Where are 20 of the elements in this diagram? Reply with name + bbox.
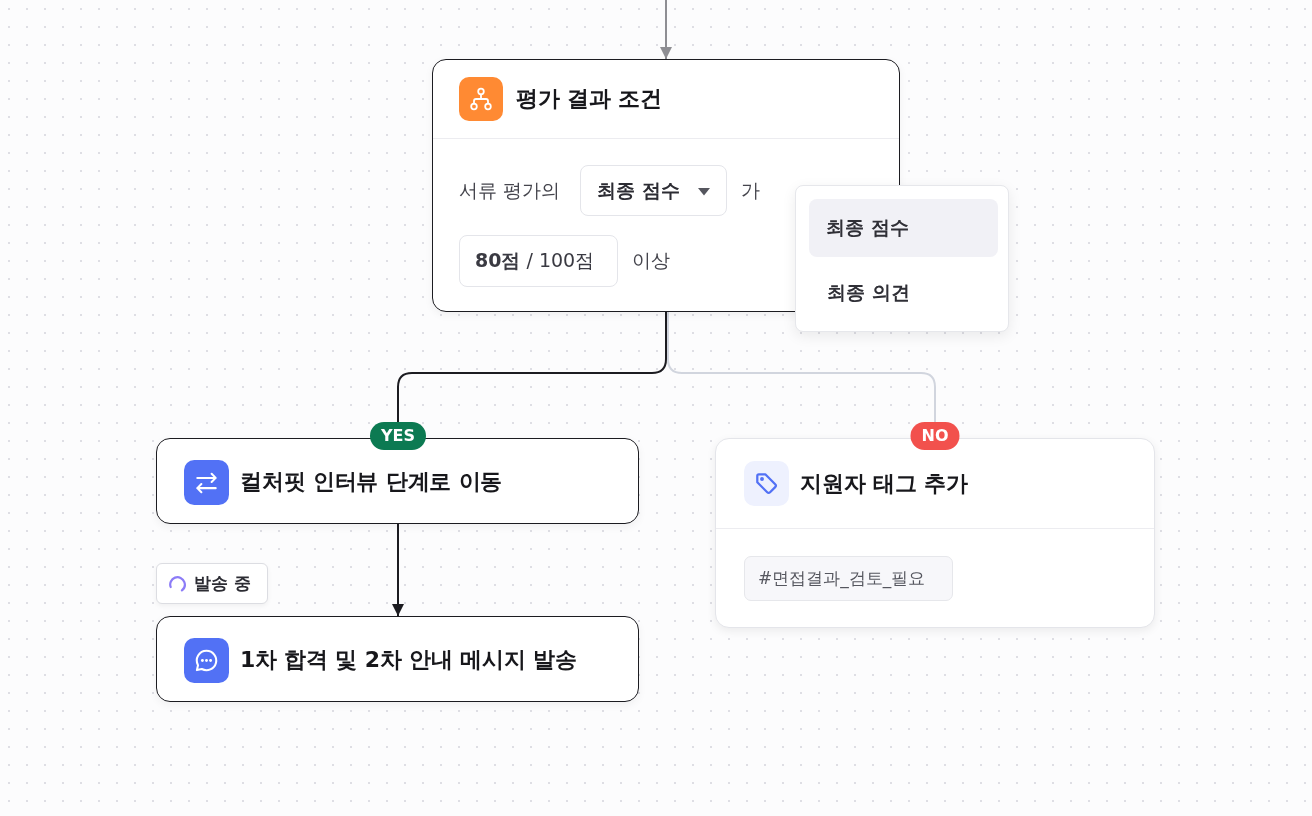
condition-text: 가 bbox=[741, 179, 760, 203]
condition-text: 서류 평가의 bbox=[459, 179, 561, 203]
connector-line bbox=[667, 311, 936, 423]
connector-line bbox=[397, 311, 667, 423]
menu-option: 최종 점수 bbox=[809, 199, 998, 257]
status-chip bbox=[156, 563, 268, 604]
connector-arrow bbox=[660, 0, 672, 60]
dropdown-select: 최종 점수 bbox=[580, 165, 727, 216]
dropdown-menu bbox=[795, 185, 1009, 332]
node-title: 1차 합격 및 2차 안내 메시지 발송 bbox=[240, 646, 577, 674]
node-title: 컬처핏 인터뷰 단계로 이동 bbox=[240, 468, 503, 496]
connector-arrow bbox=[392, 523, 404, 617]
card-title: 평가 결과 조건 bbox=[516, 85, 662, 113]
action-box bbox=[156, 616, 639, 702]
condition-text: 이상 bbox=[632, 249, 670, 273]
menu-option: 최종 의견 bbox=[827, 281, 910, 305]
tag-chip: #면접결과_검토_필요 bbox=[744, 556, 953, 601]
score-field: 80점 / 100점 bbox=[459, 235, 618, 287]
status-text: 발송 중 bbox=[194, 573, 251, 595]
node-title: 지원자 태그 추가 bbox=[800, 470, 968, 498]
